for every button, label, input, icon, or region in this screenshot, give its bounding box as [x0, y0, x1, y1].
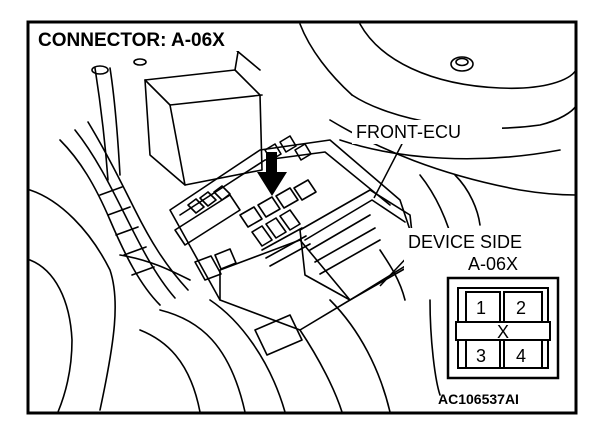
filler-cap	[450, 56, 474, 72]
figure-id: AC106537AI	[438, 391, 519, 407]
device-side-label: DEVICE SIDE	[408, 232, 522, 252]
connector-key-mark: X	[497, 322, 509, 342]
pin-1-label: 1	[476, 298, 486, 318]
connector-pointer-arrow	[257, 152, 287, 196]
pin-cell-1	[465, 291, 501, 323]
pin-3-label: 3	[476, 346, 486, 366]
pin-cell-2	[503, 291, 543, 323]
pin-4-label: 4	[516, 346, 526, 366]
title-backdrop	[31, 25, 293, 51]
connector-title: CONNECTOR: A-06X	[38, 30, 225, 51]
wiring-harness	[59, 139, 161, 306]
front-ecu-label: FRONT-ECU	[356, 122, 461, 142]
pin-2-label: 2	[516, 298, 526, 318]
round-housing-rim	[351, 94, 577, 129]
ecu-leader-line	[373, 139, 405, 199]
round-housing-outline	[359, 23, 577, 90]
connector-face-diagram: 1 2 3 4 X	[446, 276, 560, 380]
connector-id-label: A-06X	[468, 254, 518, 274]
connector-key-band	[455, 321, 551, 341]
pin-cell-3	[465, 339, 501, 369]
